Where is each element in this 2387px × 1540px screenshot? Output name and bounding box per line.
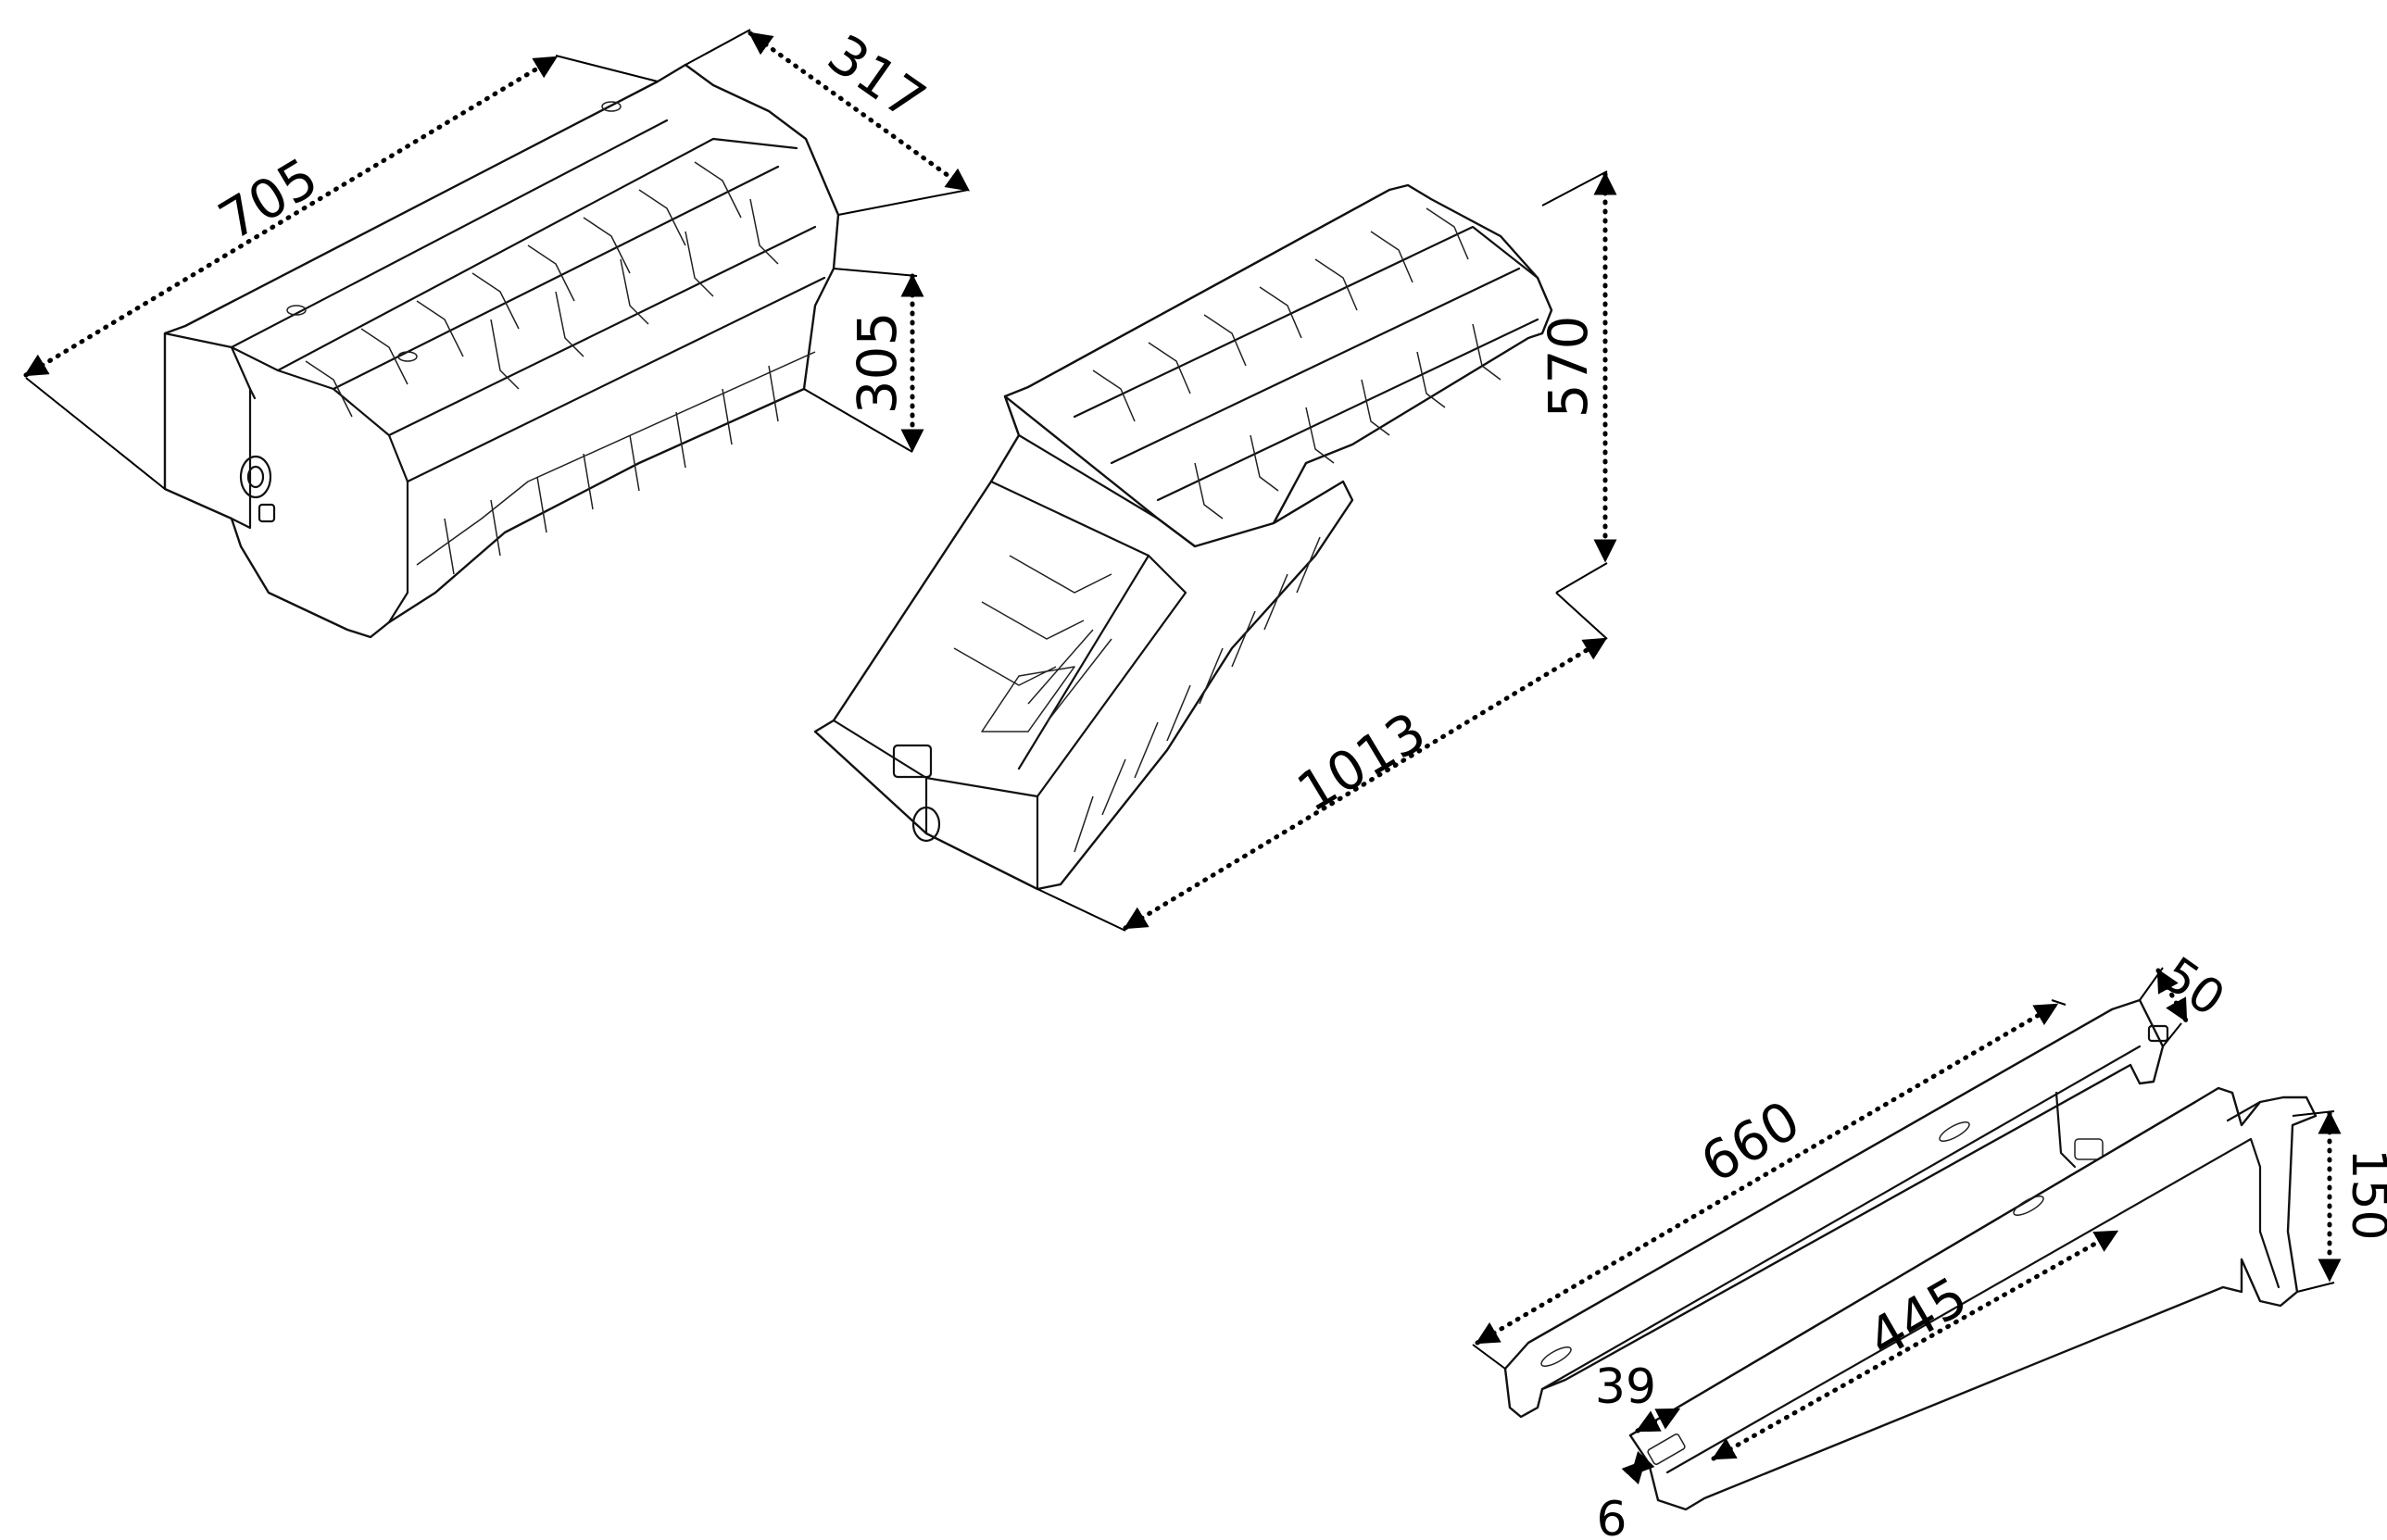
closed-box-outline bbox=[163, 63, 840, 639]
dimension-label-660: 660 bbox=[1690, 1088, 1811, 1195]
dimension-label-150: 150 bbox=[2341, 1148, 2387, 1240]
dimension-label-50: 50 bbox=[2152, 947, 2234, 1028]
dimension-label-570: 570 bbox=[1537, 316, 1600, 419]
dimension-open-height: 570 bbox=[1537, 170, 1617, 594]
open-toolbox-drawing bbox=[813, 183, 1553, 891]
dimension-bracket-slot-width: 9 bbox=[1596, 1451, 1655, 1540]
dimension-label-1013: 1013 bbox=[1287, 700, 1437, 824]
dimension-bracket-slot-length: 39 bbox=[1595, 1359, 1681, 1434]
dimension-bracket-height: 150 bbox=[2292, 1110, 2387, 1293]
dimension-label-705: 705 bbox=[208, 145, 329, 252]
dimension-label-39: 39 bbox=[1595, 1359, 1656, 1415]
dimension-label-305: 305 bbox=[846, 312, 909, 415]
dimension-label-9: 9 bbox=[1596, 1488, 1627, 1540]
dimension-label-317: 317 bbox=[817, 22, 937, 132]
mounting-brackets-drawing bbox=[1503, 998, 2318, 1511]
dimension-box-height: 305 bbox=[803, 268, 924, 453]
closed-toolbox-drawing bbox=[163, 63, 840, 639]
